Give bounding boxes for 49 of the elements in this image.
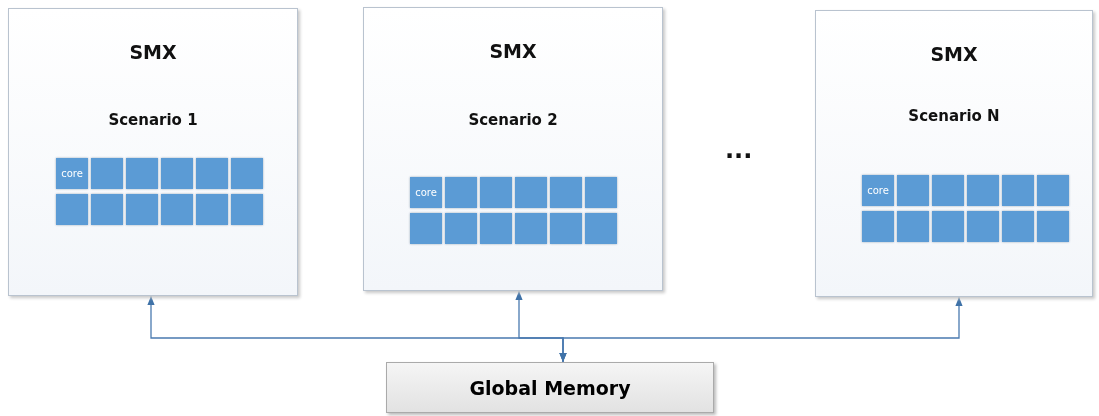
core-block <box>445 213 477 244</box>
core-block <box>862 211 894 242</box>
panel-title: SMX <box>128 41 178 63</box>
panel-title: SMX <box>929 43 979 65</box>
core-block: core <box>410 177 442 208</box>
core-block <box>445 177 477 208</box>
scenario-label: Scenario 2 <box>467 111 559 129</box>
core-block: core <box>862 175 894 206</box>
connector-arrow <box>559 296 963 363</box>
core-block <box>585 177 617 208</box>
core-block <box>967 175 999 206</box>
core-block <box>161 194 193 225</box>
ellipsis-label: ... <box>725 136 753 164</box>
core-block <box>550 177 582 208</box>
processor-panel <box>8 8 298 296</box>
core-block <box>515 177 547 208</box>
core-block <box>56 194 88 225</box>
core-block <box>897 175 929 206</box>
core-block <box>897 211 929 242</box>
core-block <box>1037 175 1069 206</box>
core-block <box>1002 211 1034 242</box>
core-block <box>91 158 123 189</box>
scenario-label: Scenario 1 <box>107 111 199 129</box>
core-block <box>585 213 617 244</box>
memory-box <box>386 362 714 413</box>
panel-title: SMX <box>488 40 538 62</box>
processor-panel <box>363 7 663 291</box>
processor-panel <box>815 10 1093 297</box>
core-block <box>410 213 442 244</box>
core-block <box>126 194 158 225</box>
core-block <box>1002 175 1034 206</box>
core-block <box>1037 211 1069 242</box>
scenario-label: Scenario N <box>907 107 1001 125</box>
core-block <box>231 158 263 189</box>
core-block <box>91 194 123 225</box>
core-block <box>550 213 582 244</box>
core-block <box>126 158 158 189</box>
core-block <box>196 194 228 225</box>
core-block <box>515 213 547 244</box>
core-block <box>480 213 512 244</box>
core-block <box>196 158 228 189</box>
core-block <box>967 211 999 242</box>
core-block <box>161 158 193 189</box>
core-block <box>932 211 964 242</box>
memory-label: Global Memory <box>469 376 631 399</box>
core-block <box>480 177 512 208</box>
core-block <box>932 175 964 206</box>
core-block: core <box>56 158 88 189</box>
core-block <box>231 194 263 225</box>
